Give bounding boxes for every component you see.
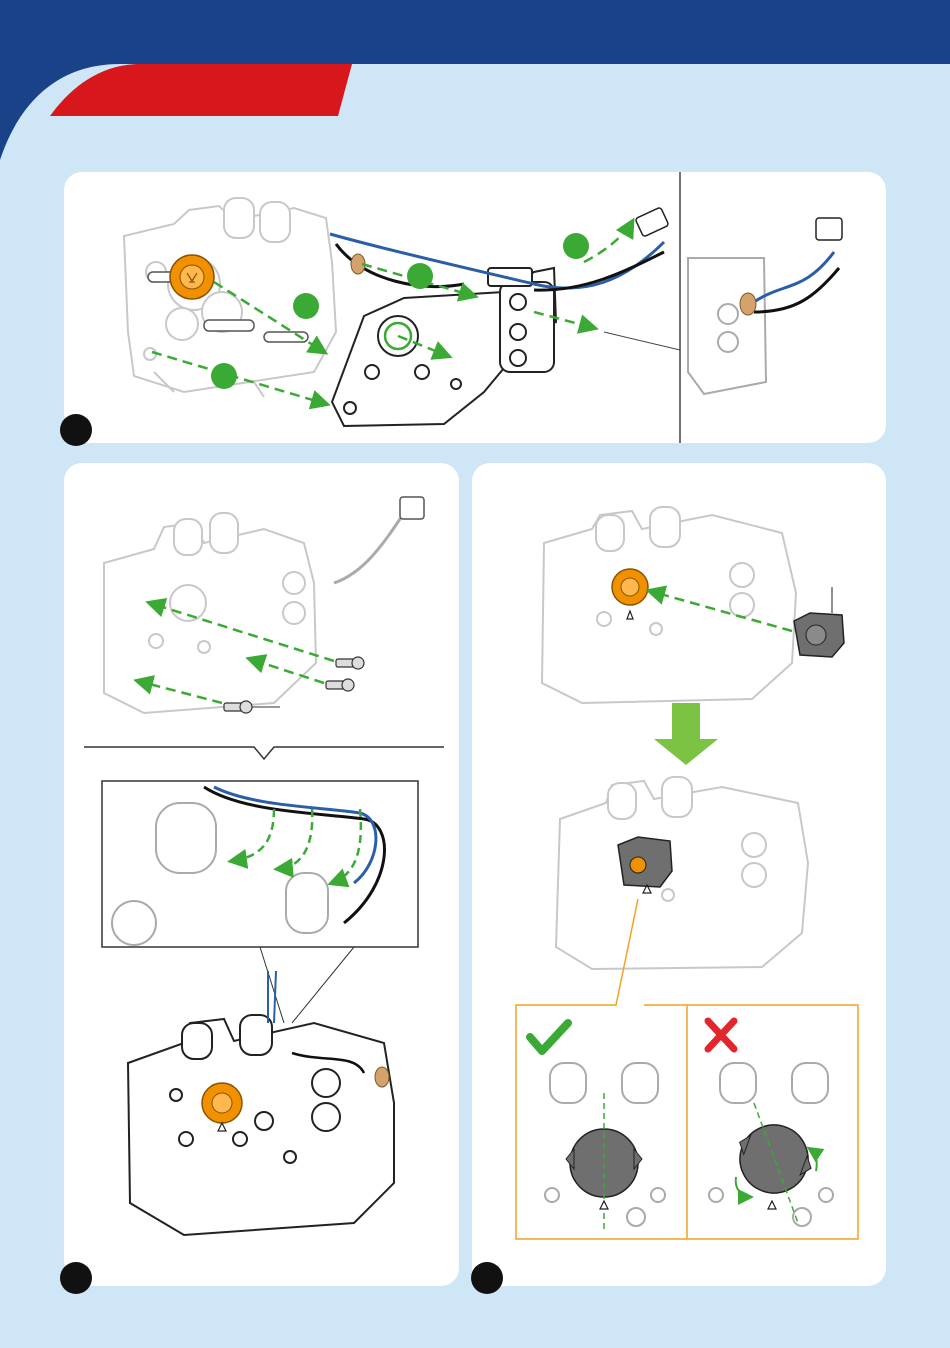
cross-mark-icon [708, 1021, 734, 1049]
gear-cap-wrong [727, 1114, 822, 1204]
assembled-gearbox [128, 1015, 394, 1235]
header-red-tab [50, 64, 352, 116]
orange-gear [612, 569, 648, 605]
gearbox-outline [542, 507, 796, 703]
orange-gear [170, 255, 214, 299]
disassembly-illustration [64, 172, 886, 443]
step-panel-top [64, 172, 886, 443]
orange-gear [202, 1083, 242, 1123]
gearbox-cover [332, 268, 556, 426]
step-number-badge [60, 414, 92, 446]
cap-installation-illustration [472, 463, 886, 1286]
cable-detail [688, 258, 766, 394]
header-band [0, 0, 950, 160]
screw-and-cable-illustration [64, 463, 459, 1286]
step-panel-bottom-right [472, 463, 886, 1286]
gearbox-outline [104, 513, 316, 713]
gear-cap [794, 613, 844, 657]
gear-cap [618, 837, 672, 887]
step-number-badge [471, 1262, 503, 1294]
check-mark-icon [530, 1023, 568, 1051]
step-number-badge [60, 1262, 92, 1294]
down-arrow-icon [654, 703, 718, 765]
step-panel-bottom-left [64, 463, 459, 1286]
gearbox-outline [556, 777, 808, 969]
